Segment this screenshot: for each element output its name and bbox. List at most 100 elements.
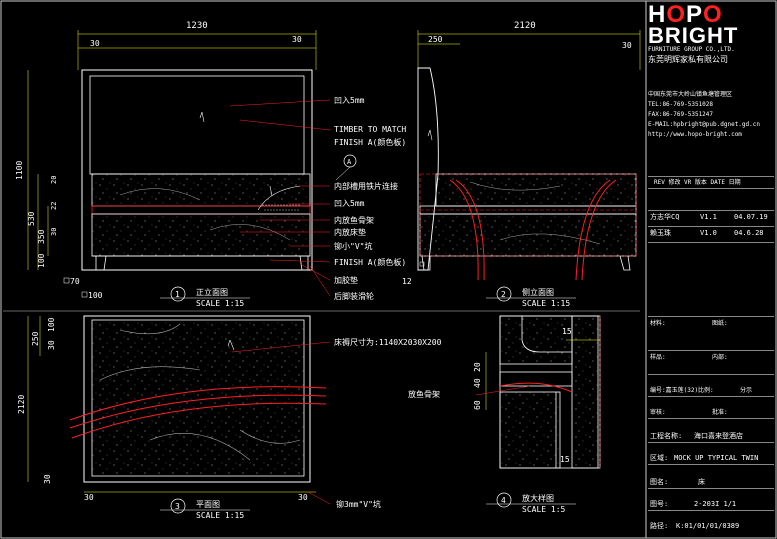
dim-front-100b: 100 — [88, 291, 103, 300]
view-1-scale: SCALE 1:15 — [196, 299, 244, 308]
svg-text:3: 3 — [175, 502, 180, 511]
field-sample: 样品: — [650, 354, 666, 361]
rev-2-date: 04.6.28 — [734, 229, 764, 237]
rev-1-by: 方志华CQ — [650, 213, 680, 221]
note-inner-plate: 内部槽用铁片连接 — [334, 181, 398, 191]
company-cn: 东莞明辉家私有限公司 — [648, 55, 728, 65]
web: http://www.hopo-bright.com — [648, 130, 742, 138]
dim-plan-250: 250 — [31, 331, 40, 346]
note-recess2: 凹入5mm — [334, 199, 365, 208]
rev-2-ver: V1.0 — [700, 229, 717, 237]
note-finish-a: FINISH A(颜色板) — [334, 137, 406, 147]
view-3-scale: SCALE 1:15 — [196, 511, 244, 520]
fax: FAX:86-769-5351247 — [648, 111, 714, 119]
view-title-1: 1 正立面图 SCALE 1:15 — [160, 286, 250, 308]
field-project: 工程名称: — [650, 432, 683, 440]
dim-detail-60: 60 — [473, 400, 482, 410]
field-sample-value: 内部: — [712, 354, 728, 361]
front-elevation: 1230 30 30 1100 530 350 100 20 22 30 70 — [15, 21, 317, 300]
field-drawing-no: 图号: — [650, 500, 669, 508]
dim-detail-15b: 15 — [560, 455, 570, 464]
view-1-title: 正立面图 — [196, 287, 228, 297]
note-timber: TIMBER TO MATCH — [334, 125, 406, 134]
field-path-value: K:01/01/01/0389 — [676, 522, 740, 530]
dim-front-width: 1230 — [186, 21, 208, 31]
view-4-scale: SCALE 1:5 — [522, 505, 566, 514]
rev-2-by: 赖玉珠 — [650, 229, 671, 237]
field-project-value: 海口喜来登酒店 — [694, 432, 743, 440]
svg-text:1: 1 — [175, 290, 180, 299]
note-mattress-size: 床褥尺寸为:1140X2030X200 — [334, 337, 442, 347]
note-anti-slip: 后脚装滑轮 — [334, 291, 374, 301]
dim-plan-30c: 30 — [84, 493, 94, 502]
field-path: 路径: — [650, 522, 669, 530]
dim-front-530: 530 — [27, 211, 36, 226]
note-inner-frame: 内放鱼骨架 — [334, 215, 374, 225]
dim-front-right: 30 — [292, 35, 302, 44]
tel: TEL:86-769-5351028 — [648, 100, 714, 108]
dim-plan-30b: 30 — [43, 474, 52, 484]
title-block: HOPO BRIGHT FURNITURE GROUP CO.,LTD. 东莞明… — [648, 1, 774, 536]
brand-logo-bottom: BRIGHT — [648, 23, 739, 48]
dim-front-70: 70 — [70, 277, 80, 286]
field-drawing-name-value: 床 — [698, 478, 705, 486]
field-area-value: MOCK UP TYPICAL TWIN — [674, 454, 759, 462]
view-4-title: 放大样图 — [522, 493, 554, 503]
dim-plan-30d: 30 — [298, 493, 308, 502]
address-line: 中国东莞市大岭山镇鱼塘管理区 — [648, 90, 733, 98]
side-elevation: 2120 250 30 12 — [402, 21, 641, 286]
dim-plan-2120: 2120 — [17, 395, 26, 414]
field-review-value: 批准: — [712, 409, 728, 416]
field-material: 材料: — [650, 320, 666, 327]
view-title-4: 4 放大样图 SCALE 1:5 — [486, 492, 576, 514]
detail-view: 15 15 20 40 60 放鱼骨架 — [408, 315, 601, 469]
dim-front-height: 1100 — [15, 161, 24, 180]
field-code: 编号:嘉玉莲(32)比例: — [650, 387, 714, 394]
note-fishbone: 放鱼骨架 — [408, 389, 440, 399]
svg-text:2: 2 — [501, 290, 506, 299]
dim-detail-15a: 15 — [562, 327, 572, 336]
view-title-3: 3 平面图 SCALE 1:15 — [160, 498, 250, 520]
rev-1-ver: V1.1 — [700, 213, 717, 221]
plan-annotations: 床褥尺寸为:1140X2030X200 铆3mm"V"坑 — [231, 337, 442, 509]
dim-front-100: 100 — [37, 253, 46, 268]
dim-front-350: 350 — [37, 229, 46, 244]
field-code-value: 分示 — [740, 387, 753, 394]
rev-header: REV 修改 VR 版本 DATE 日期 — [654, 179, 741, 186]
dim-front-22: 22 — [50, 202, 58, 210]
dim-side-30: 30 — [622, 41, 632, 50]
dim-side-12: 12 — [402, 277, 412, 286]
field-drawing-name: 图名: — [650, 478, 669, 486]
dim-detail-20: 20 — [473, 362, 482, 372]
field-area: 区域: — [650, 454, 669, 462]
callout-a-label: A — [347, 158, 352, 166]
dim-front-30v: 30 — [50, 228, 58, 236]
plan-view: 2120 250 100 30 30 30 30 — [17, 315, 327, 502]
view-2-title: 侧立面图 — [522, 287, 554, 297]
note-plan-v-groove: 铆3mm"V"坑 — [336, 499, 381, 509]
note-glue: 加胶垫 — [334, 275, 358, 285]
note-recess: 凹入5mm — [334, 96, 365, 105]
company-en: FURNITURE GROUP CO.,LTD. — [648, 46, 735, 53]
view-2-scale: SCALE 1:15 — [522, 299, 570, 308]
note-finish-a2: FINISH A(颜色板) — [334, 257, 406, 267]
dim-plan-30: 30 — [47, 340, 56, 350]
dim-front-left: 30 — [90, 39, 100, 48]
brand-logo-top: HOPO — [648, 1, 723, 28]
rev-1-date: 04.07.19 — [734, 213, 768, 221]
dim-side-width: 2120 — [514, 21, 536, 31]
view-3-title: 平面图 — [196, 500, 220, 509]
svg-text:4: 4 — [501, 496, 506, 505]
dim-plan-100: 100 — [47, 317, 56, 332]
front-annotations: 凹入5mm TIMBER TO MATCH FINISH A(颜色板) A 内部… — [229, 96, 406, 301]
email: E-MAIL:hpbright@pub.dgnet.gd.cn — [648, 121, 760, 129]
field-material-value: 图纸: — [712, 320, 728, 327]
field-review: 审核: — [650, 409, 666, 416]
dim-side-250: 250 — [428, 35, 443, 44]
note-inner-bedding: 内放床垫 — [334, 227, 366, 237]
view-title-2: 2 侧立面图 SCALE 1:15 — [486, 286, 576, 308]
dim-detail-40: 40 — [473, 378, 482, 388]
dim-front-20: 20 — [50, 176, 58, 184]
